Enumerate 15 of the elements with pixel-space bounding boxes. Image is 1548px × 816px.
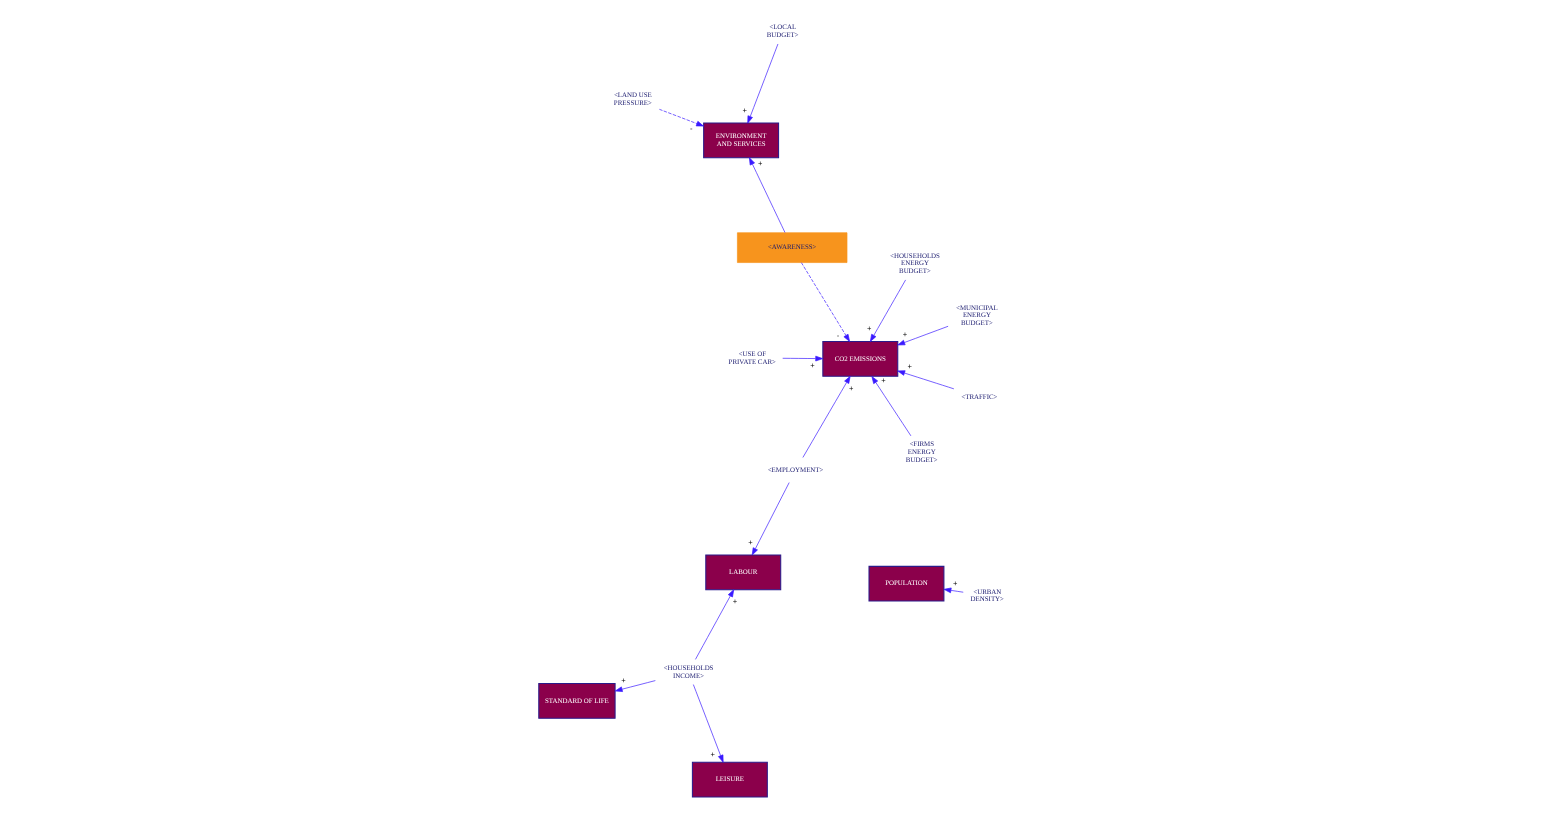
arrow (694, 589, 734, 660)
arrow (613, 680, 655, 692)
arrow (896, 370, 954, 390)
arrow (896, 325, 948, 346)
arrow (868, 279, 905, 342)
arrow (781, 355, 822, 362)
arrow (801, 375, 850, 458)
arrow (800, 262, 849, 342)
arrow (658, 108, 703, 127)
arrow (870, 376, 911, 437)
arrow (748, 157, 785, 233)
arrow (692, 684, 723, 763)
arrow (942, 587, 963, 594)
arrow (746, 43, 778, 124)
arrow (750, 482, 789, 556)
